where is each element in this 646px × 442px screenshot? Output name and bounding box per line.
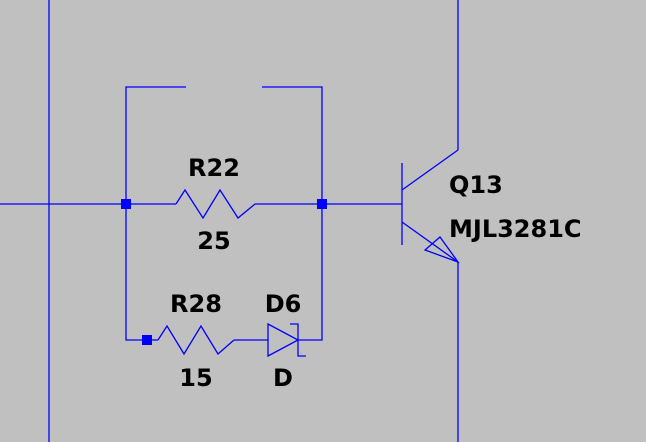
r22-ref-label: R22: [188, 154, 240, 182]
q13-transistor[interactable]: [401, 149, 460, 264]
d6-to-node-wire: [298, 204, 323, 341]
r28-ref-label: R28: [170, 290, 222, 318]
q13-value-label: MJL3281C: [449, 215, 582, 243]
junction-dot-lower: [142, 335, 152, 345]
top-loop-right-wire: [262, 86, 323, 204]
d6-ref-label: D6: [265, 290, 302, 318]
junction-dot-left: [121, 199, 131, 209]
d6-value-label: D: [273, 364, 293, 392]
q13-ref-label: Q13: [449, 171, 503, 199]
r28-resistor[interactable]: [157, 324, 235, 356]
junction-dot-right: [317, 199, 327, 209]
top-loop-left-wire: [125, 86, 186, 204]
r22-resistor[interactable]: [175, 188, 256, 220]
r22-value-label: 25: [197, 227, 230, 255]
lower-branch-left-wire: [125, 204, 158, 341]
r28-value-label: 15: [179, 364, 212, 392]
